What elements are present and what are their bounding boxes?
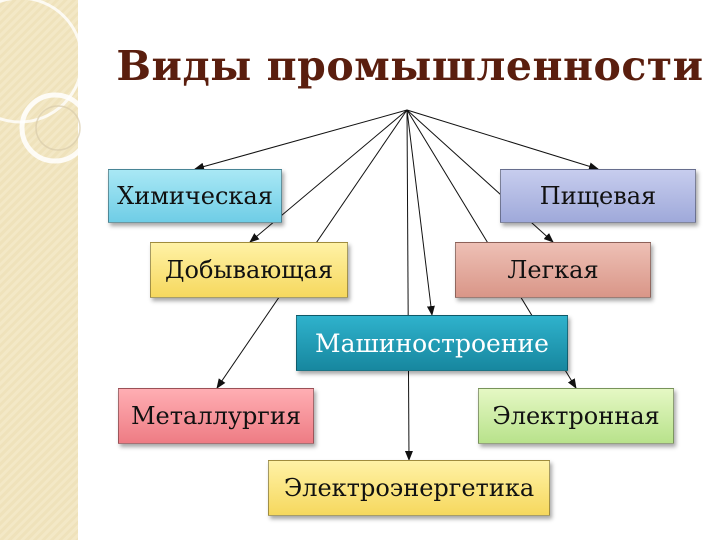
node-metallurgy: Металлургия <box>118 388 314 444</box>
node-power: Электроэнергетика <box>268 460 550 516</box>
decorative-circles <box>0 0 91 164</box>
arrow-to-machinery <box>406 109 435 316</box>
page-title: Виды промышленности <box>116 42 704 90</box>
node-light: Легкая <box>455 242 651 298</box>
node-machinery: Машиностроение <box>296 315 568 371</box>
node-electronic: Электронная <box>478 388 674 444</box>
decorative-side-strip <box>0 0 78 540</box>
node-mining: Добывающая <box>150 242 348 298</box>
arrow-to-chemical <box>194 109 408 171</box>
node-food: Пищевая <box>500 169 696 223</box>
node-chemical: Химическая <box>108 169 282 223</box>
arrow-to-food <box>406 109 599 171</box>
arrow-to-power <box>404 109 413 461</box>
